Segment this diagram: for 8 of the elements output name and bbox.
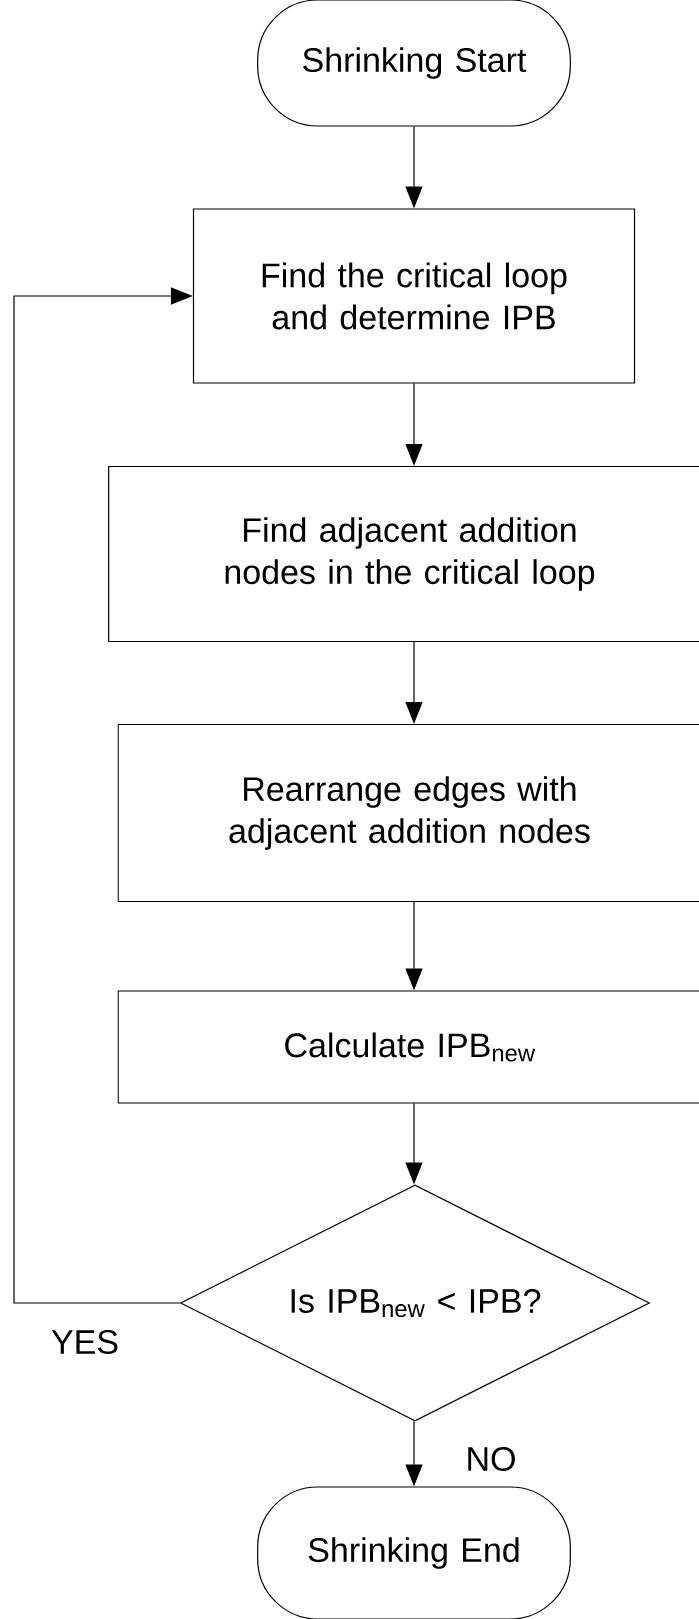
process-box: Rearrange edges with adjacent addition nodes xyxy=(117,723,699,903)
process-box: Find the critical loop and determine IPB xyxy=(192,208,636,384)
edge-label: YES xyxy=(49,1328,121,1357)
process-box: Calculate IPB$_{new}$ xyxy=(117,990,699,1104)
terminal-pill: Shrinking Start xyxy=(257,0,571,127)
terminal-pill: Shrinking End xyxy=(257,1486,571,1619)
process-box: Find adjacent addition nodes in the critical loop xyxy=(108,465,699,643)
edge-label: NO xyxy=(463,1445,519,1474)
